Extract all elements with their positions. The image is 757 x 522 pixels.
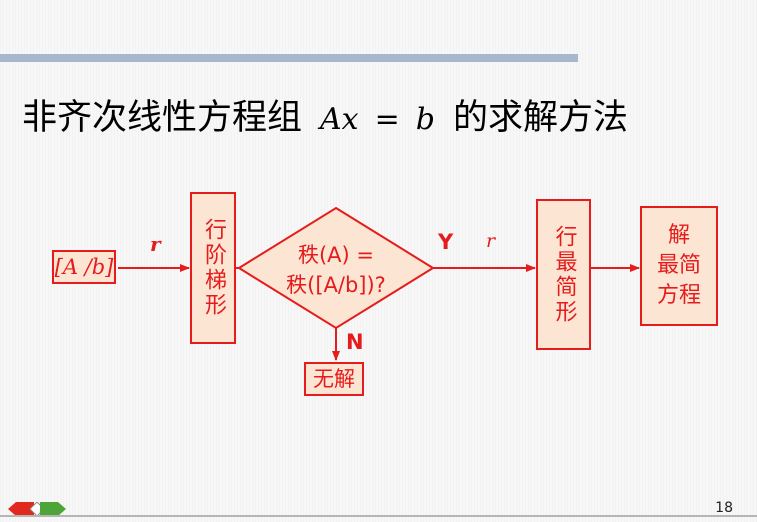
input-matrix-box: [A /b] [52,250,116,284]
decision-text: 秩(A) = 秩([A/b])? [252,240,420,300]
input-matrix-label: [A /b] [54,255,114,279]
box-row-echelon-label: 行阶梯形 [201,218,226,318]
decision-line-2: 秩([A/b])? [286,273,386,297]
nav-buttons [8,502,66,516]
edge-label-r-2: r [486,230,496,252]
page-number: 18 [715,500,733,516]
title-text-before: 非齐次线性方程组 [22,98,303,138]
title-text-after: 的求解方法 [452,98,628,138]
top-bar [0,54,578,62]
title-math-lhs: Ax [320,102,359,137]
nav-prev-icon[interactable] [8,502,34,516]
box-no-solution-label: 无解 [313,367,355,391]
box-row-echelon: 行阶梯形 [190,192,236,344]
box-reduced-row-echelon-label: 行最简形 [551,224,577,325]
solve-line-2: 最简 [656,253,701,278]
box-solve-equations: 解 最简 方程 [640,206,718,326]
decision-line-1: 秩(A) = [297,243,375,267]
edge-label-r-1: r [150,232,161,256]
box-reduced-row-echelon: 行最简形 [536,199,591,350]
solve-line-3: 方程 [656,283,701,308]
nav-next-icon[interactable] [40,502,66,516]
yes-label: Y [438,230,454,254]
page-title: 非齐次线性方程组 Ax = b 的求解方法 [22,92,628,146]
box-no-solution: 无解 [304,362,364,396]
bottom-line [0,515,757,517]
no-label: N [346,330,364,354]
title-math-eq: = [374,102,400,137]
solve-line-1: 解 [667,223,690,248]
title-math-rhs: b [415,102,435,137]
